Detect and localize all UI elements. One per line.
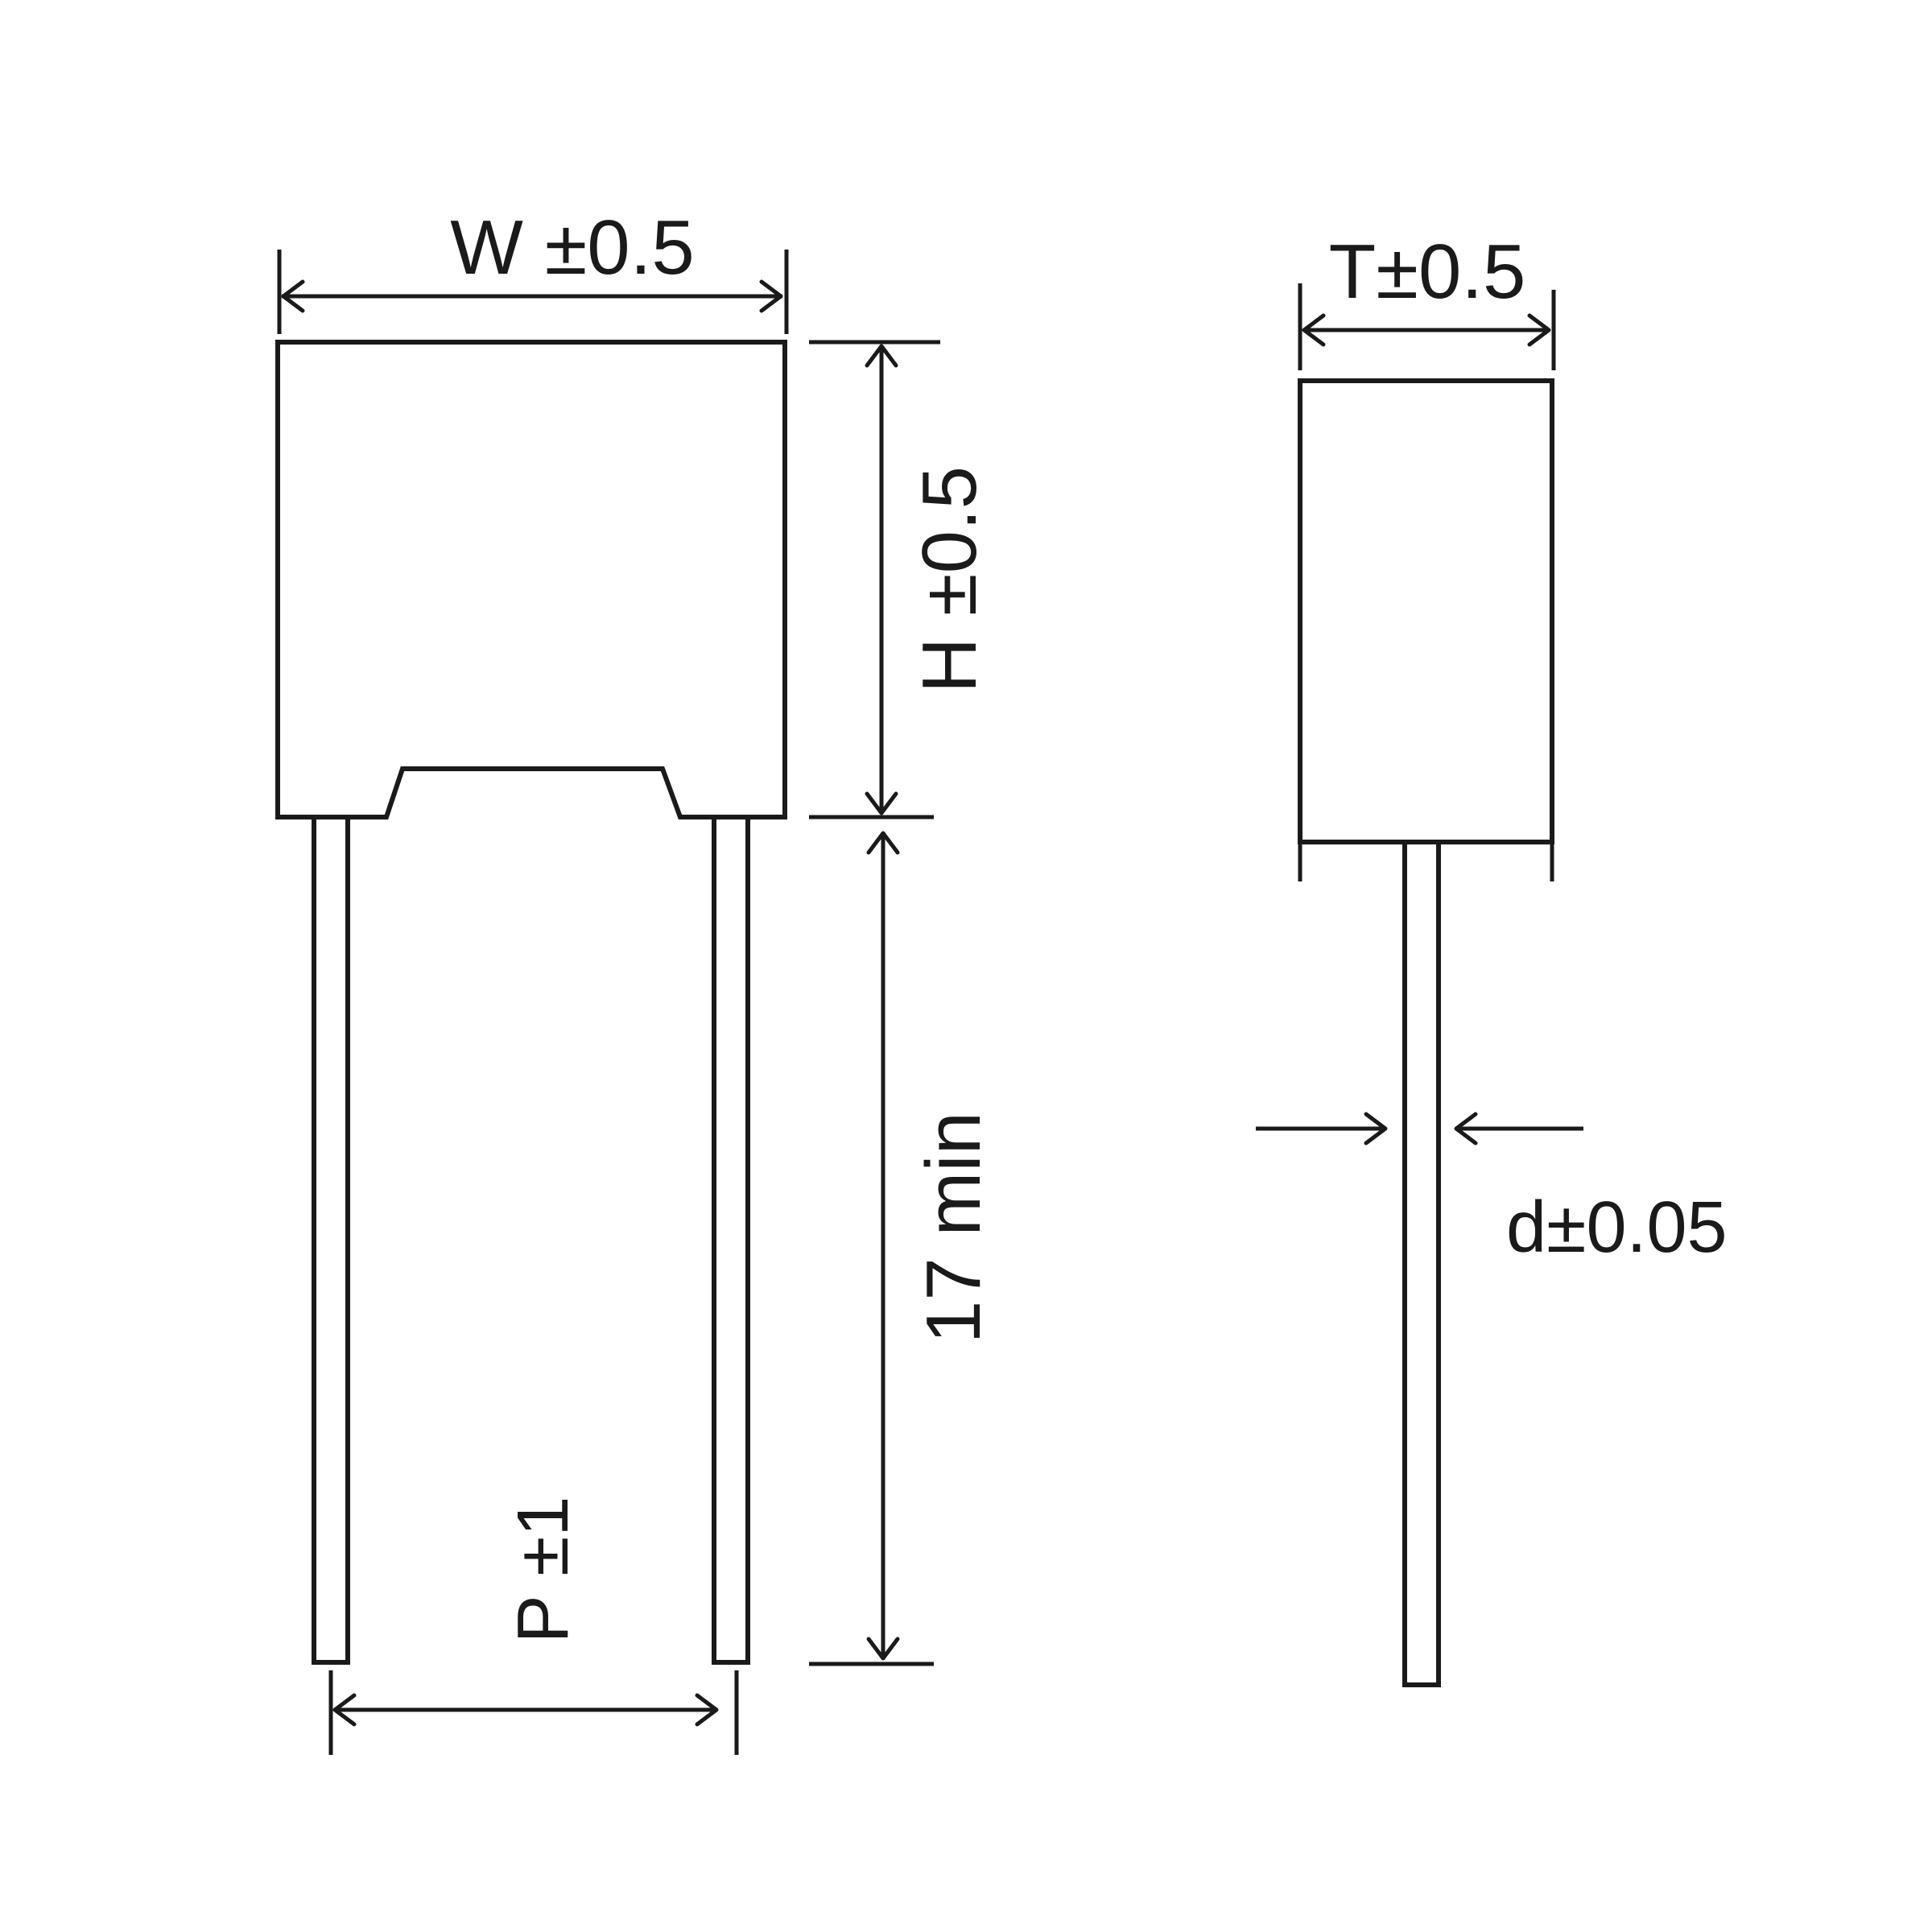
thickness-arrow-right bbox=[1527, 313, 1551, 347]
lead-diameter-dimension: d±0.05 bbox=[1256, 1112, 1728, 1268]
lead-diameter-label: d±0.05 bbox=[1506, 1187, 1728, 1268]
lead-length-arrow-top bbox=[866, 831, 900, 855]
pitch-dimension: P ±1 bbox=[328, 1496, 739, 1755]
lead-length-label: 17 min bbox=[910, 1112, 997, 1344]
side-view: T±0.5 d±0.05 bbox=[1256, 229, 1728, 1687]
pitch-label: P ±1 bbox=[503, 1496, 584, 1644]
thickness-arrow-left bbox=[1302, 313, 1326, 347]
height-arrow-bottom bbox=[865, 791, 898, 815]
thickness-dimension: T±0.5 bbox=[1298, 229, 1556, 370]
pitch-arrow-left bbox=[332, 1693, 357, 1727]
width-arrow-right bbox=[759, 279, 783, 313]
width-label: W ±0.5 bbox=[450, 204, 694, 291]
front-view: W ±0.5 H ±0.5 17 min P ±1 bbox=[275, 204, 997, 1755]
front-body-outline bbox=[275, 340, 787, 819]
thickness-label: T±0.5 bbox=[1329, 229, 1526, 315]
width-arrow-left bbox=[281, 279, 305, 313]
right-lead bbox=[712, 815, 750, 1665]
height-label: H ±0.5 bbox=[906, 466, 993, 693]
width-dimension: W ±0.5 bbox=[277, 204, 789, 334]
height-arrow-top bbox=[865, 344, 898, 368]
diameter-arrow-left-head bbox=[1364, 1112, 1388, 1146]
pitch-arrow-right bbox=[695, 1693, 719, 1727]
diameter-arrow-right-head bbox=[1454, 1112, 1478, 1146]
left-lead bbox=[312, 815, 350, 1665]
lead-length-dimension: 17 min bbox=[809, 831, 997, 1666]
side-lead bbox=[1402, 840, 1441, 1687]
height-dimension: H ±0.5 bbox=[809, 340, 993, 819]
lead-length-arrow-bottom bbox=[866, 1637, 900, 1661]
side-body-outline bbox=[1298, 378, 1554, 844]
